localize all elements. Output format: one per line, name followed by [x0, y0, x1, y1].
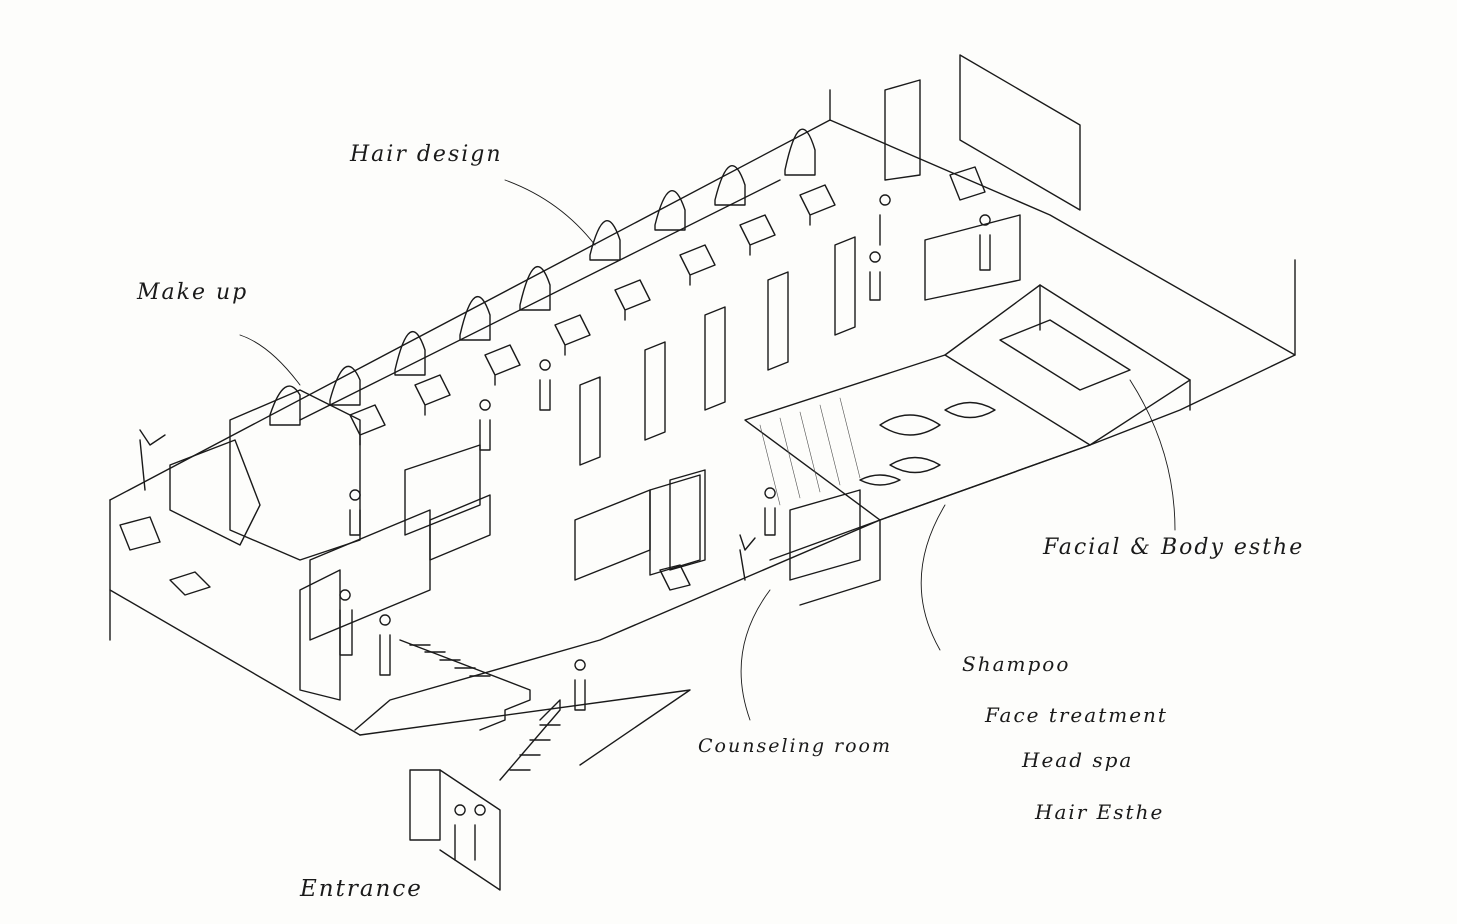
label-hair-design: Hair design — [350, 142, 503, 167]
people-figures — [339, 194, 991, 861]
leader-lines — [239, 179, 1176, 721]
label-counseling-room: Counseling room — [698, 735, 893, 757]
back-room — [884, 54, 1081, 301]
facial-body-room — [944, 284, 1191, 446]
hair-design-wall — [269, 128, 816, 426]
makeup-reception-area — [119, 389, 491, 641]
stairs — [299, 569, 561, 781]
label-shampoo: Shampoo — [962, 652, 1071, 676]
columns — [579, 236, 856, 466]
label-head-spa: Head spa — [1022, 748, 1134, 772]
styling-chairs — [349, 184, 836, 446]
label-facial-body-esthe: Facial & Body esthe — [1043, 535, 1305, 560]
counseling-room — [574, 469, 756, 591]
label-face-treatment: Face treatment — [985, 703, 1168, 727]
label-make-up: Make up — [137, 280, 249, 305]
floor-outline — [109, 89, 1296, 766]
entrance-door — [409, 769, 501, 891]
label-hair-esthe: Hair Esthe — [1035, 800, 1165, 824]
label-entrance: Entrance — [300, 876, 423, 902]
shampoo-area — [744, 354, 1091, 606]
